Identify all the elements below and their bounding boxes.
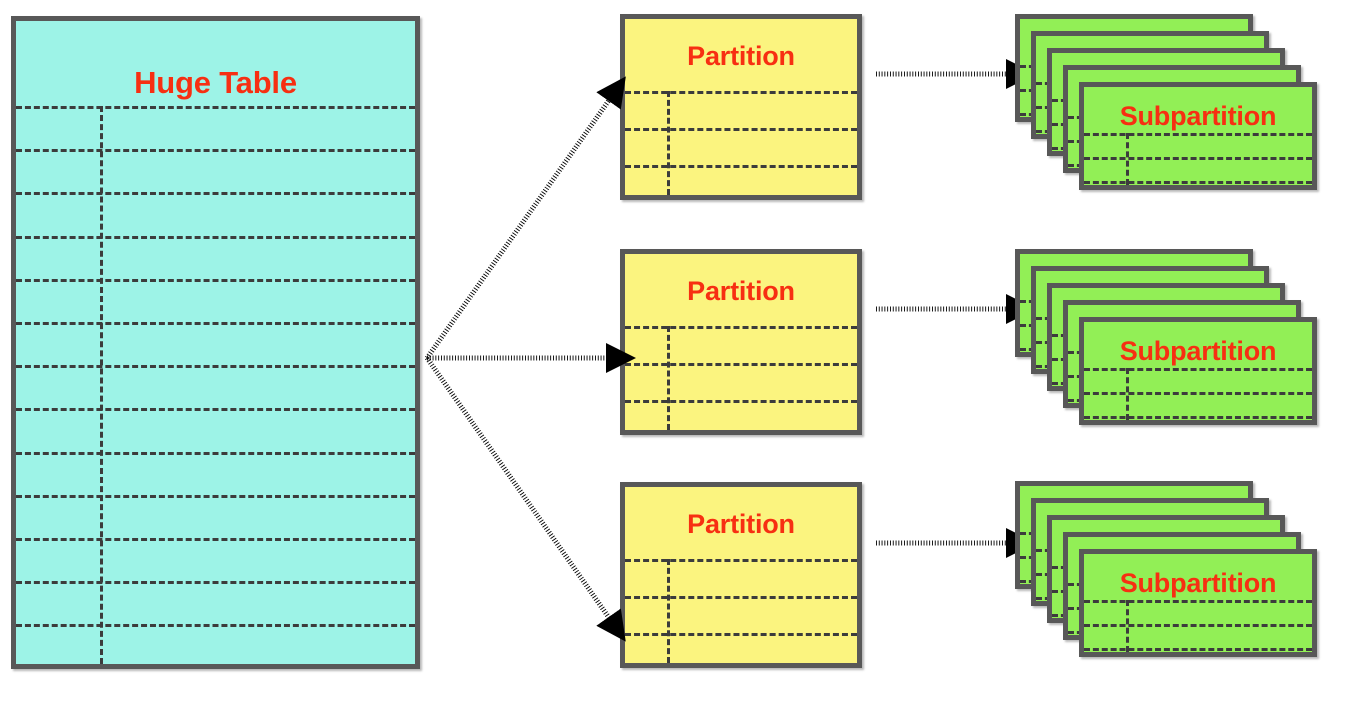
row-divider xyxy=(1084,133,1312,136)
row-divider xyxy=(625,128,857,131)
column-divider xyxy=(1126,133,1129,185)
subpartition-body: Subpartition xyxy=(1084,554,1312,652)
partition-body-3: Partition xyxy=(625,487,857,663)
huge-table-label: Huge Table xyxy=(134,65,297,100)
column-divider xyxy=(667,559,670,663)
subpartition-label: Subpartition xyxy=(1119,568,1277,598)
row-divider xyxy=(16,624,415,628)
row-divider xyxy=(16,365,415,369)
row-divider xyxy=(16,149,415,153)
partition-body-2: Partition xyxy=(625,254,857,430)
row-divider xyxy=(625,326,857,329)
row-divider xyxy=(16,322,415,325)
subpartition-stack-2: Subpartition xyxy=(1015,249,1317,449)
row-divider xyxy=(625,559,857,562)
partition-label-3: Partition xyxy=(687,509,795,539)
partition-label-2: Partition xyxy=(687,276,795,306)
row-divider xyxy=(16,192,415,196)
row-divider xyxy=(1084,416,1312,419)
row-divider xyxy=(1084,600,1312,603)
subpartition-card[interactable]: Subpartition xyxy=(1079,549,1317,657)
column-divider xyxy=(100,106,103,664)
column-divider xyxy=(667,326,670,430)
subpartition-stack-1: Subpartition xyxy=(1015,14,1317,214)
partition-label-1: Partition xyxy=(687,41,795,71)
row-divider xyxy=(1084,624,1312,627)
partition-box-3[interactable]: Partition xyxy=(620,482,862,668)
row-divider xyxy=(16,278,415,282)
row-divider xyxy=(1084,157,1312,160)
column-divider xyxy=(1126,368,1129,420)
row-divider xyxy=(16,235,415,239)
row-divider xyxy=(625,633,857,636)
table-to-partition-3 xyxy=(424,356,626,642)
table-to-partition-1 xyxy=(424,76,626,360)
row-divider xyxy=(625,91,857,94)
subpartition-label: Subpartition xyxy=(1119,101,1277,131)
subpartition-body: Subpartition xyxy=(1084,87,1312,185)
row-divider xyxy=(16,581,415,585)
row-divider xyxy=(1084,181,1312,184)
column-divider xyxy=(1126,600,1129,652)
partition-box-2[interactable]: Partition xyxy=(620,249,862,435)
huge-table-body: Huge Table xyxy=(16,21,415,664)
partition-body-1: Partition xyxy=(625,19,857,195)
huge-table-box[interactable]: Huge Table xyxy=(11,16,420,669)
subpartition-stack-3: Subpartition xyxy=(1015,481,1317,681)
row-divider xyxy=(625,363,857,366)
row-divider xyxy=(625,400,857,403)
subpartition-label: Subpartition xyxy=(1119,336,1277,366)
row-divider xyxy=(625,165,857,168)
row-divider xyxy=(1084,368,1312,371)
subpartition-body: Subpartition xyxy=(1084,322,1312,420)
partition-box-1[interactable]: Partition xyxy=(620,14,862,200)
row-divider xyxy=(16,451,415,455)
row-divider xyxy=(625,596,857,599)
row-divider xyxy=(16,106,415,109)
subpartition-card[interactable]: Subpartition xyxy=(1079,82,1317,190)
row-divider xyxy=(1084,648,1312,651)
column-divider xyxy=(667,91,670,195)
row-divider xyxy=(16,494,415,498)
row-divider xyxy=(16,538,415,541)
row-divider xyxy=(1084,392,1312,395)
row-divider xyxy=(16,408,415,412)
subpartition-card[interactable]: Subpartition xyxy=(1079,317,1317,425)
